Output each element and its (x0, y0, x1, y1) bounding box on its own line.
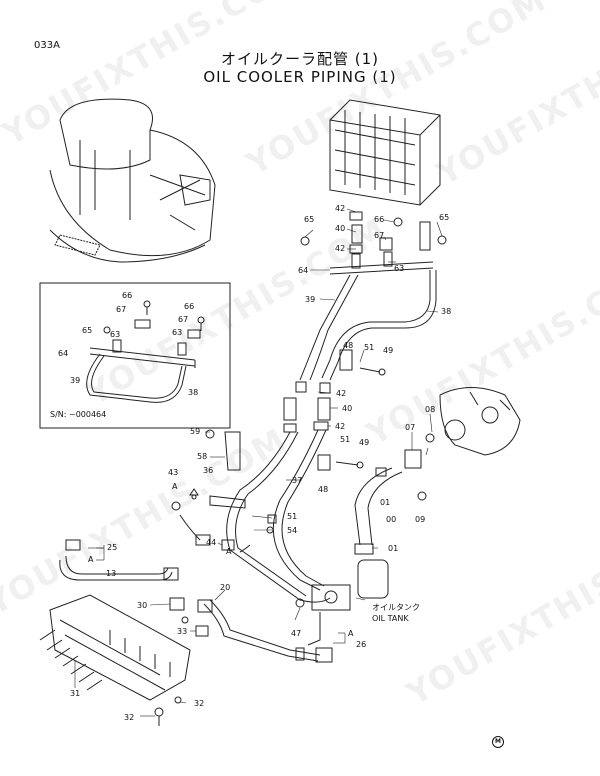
callout-42: 42 (335, 244, 345, 253)
callout-40: 40 (335, 224, 345, 233)
machine-overview-drawing (49, 98, 216, 263)
callout-a-marker: A (226, 547, 232, 556)
callout-64: 64 (298, 266, 308, 275)
callout-65: 65 (304, 215, 314, 224)
callout-a-marker: A (348, 629, 354, 638)
hose-13 (59, 559, 173, 581)
inset-callout-63: 63 (110, 330, 120, 339)
inset-frame (39, 282, 231, 429)
callout-38: 38 (441, 307, 451, 316)
callout-a-marker: A (88, 555, 94, 564)
callout-a-marker: A (172, 482, 178, 491)
inset-serial-number: S/N: ~000464 (50, 410, 107, 419)
inset-callout-39: 39 (70, 376, 80, 385)
callout-32: 32 (124, 713, 134, 722)
callout-43: 43 (168, 468, 178, 477)
hose-38 (321, 270, 431, 379)
callout-08: 08 (425, 405, 435, 414)
inset-callout-64: 64 (58, 349, 68, 358)
inset-callout-67: 67 (116, 305, 126, 314)
hose-37 (272, 429, 321, 591)
callout-42: 42 (335, 422, 345, 431)
callout-40: 40 (342, 404, 352, 413)
inset-callout-66: 66 (122, 291, 132, 300)
control-valve-drawing (39, 594, 191, 701)
oil-cooler-drawing (329, 99, 441, 206)
callout-54: 54 (287, 526, 297, 535)
callout-44: 44 (206, 538, 216, 547)
callout-31: 31 (70, 689, 80, 698)
callout-49: 49 (383, 346, 393, 355)
callout-51: 51 (340, 435, 350, 444)
inset-callout-66: 66 (184, 302, 194, 311)
callout-59: 59 (190, 427, 200, 436)
callout-49: 49 (359, 438, 369, 447)
callout-20: 20 (220, 583, 230, 592)
bracket-64 (329, 261, 434, 269)
callout-00: 00 (386, 515, 396, 524)
inset-drawing (86, 300, 205, 403)
callout-25: 25 (107, 543, 117, 552)
callout-51: 51 (364, 343, 374, 352)
inset-callout-65: 65 (82, 326, 92, 335)
callout-48: 48 (318, 485, 328, 494)
callout-01: 01 (380, 498, 390, 507)
hose-39 (299, 274, 351, 381)
oil-tank-label-english: OIL TANK (372, 614, 409, 623)
callout-36: 36 (203, 466, 213, 475)
callout-37: 37 (292, 476, 302, 485)
callout-13: 13 (106, 569, 116, 578)
callout-07: 07 (405, 423, 415, 432)
hose-20 (209, 599, 321, 656)
callout-33: 33 (177, 627, 187, 636)
callout-58: 58 (197, 452, 207, 461)
callout-66: 66 (374, 215, 384, 224)
callout-47: 47 (291, 629, 301, 638)
oil-tank-drawing (311, 559, 389, 611)
page-code: 033A (34, 40, 60, 51)
callout-48: 48 (343, 341, 353, 350)
inset-callout-38: 38 (188, 388, 198, 397)
callout-63: 63 (394, 264, 404, 273)
oil-tank-label-japanese: オイルタンク (372, 603, 420, 612)
inset-callout-67: 67 (178, 315, 188, 324)
title-japanese: オイルクーラ配管 (1) (220, 50, 380, 68)
callout-26: 26 (356, 640, 366, 649)
callout-09: 09 (415, 515, 425, 524)
callout-32: 32 (194, 699, 204, 708)
callout-30: 30 (137, 601, 147, 610)
hydraulic-pump-drawing (439, 387, 521, 456)
callout-42: 42 (336, 389, 346, 398)
title-english: OIL COOLER PIPING (1) (203, 68, 397, 86)
callout-01: 01 (388, 544, 398, 553)
callout-42: 42 (335, 204, 345, 213)
callout-65: 65 (439, 213, 449, 222)
footer-logo: M (492, 736, 504, 748)
callout-39: 39 (305, 295, 315, 304)
hose-36 (226, 431, 331, 603)
inset-callout-63: 63 (172, 328, 182, 337)
callout-67: 67 (374, 231, 384, 240)
callout-51: 51 (287, 512, 297, 521)
